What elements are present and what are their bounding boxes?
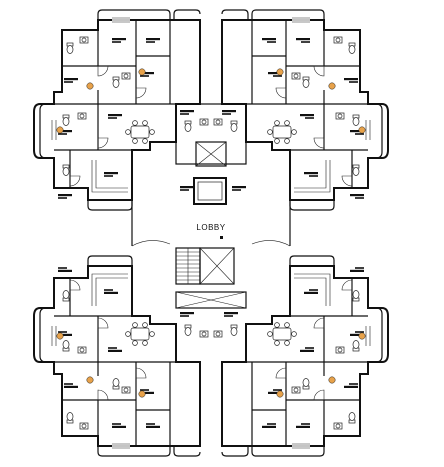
flat-top-right — [222, 10, 388, 210]
lower-core — [175, 247, 247, 338]
upper-core — [175, 103, 247, 205]
lobby: LOBBY — [131, 200, 291, 247]
flat-top-left — [34, 10, 200, 210]
flat-bottom-right — [222, 256, 388, 456]
lobby-label: LOBBY — [196, 223, 225, 232]
flat-bottom-left — [34, 256, 200, 456]
